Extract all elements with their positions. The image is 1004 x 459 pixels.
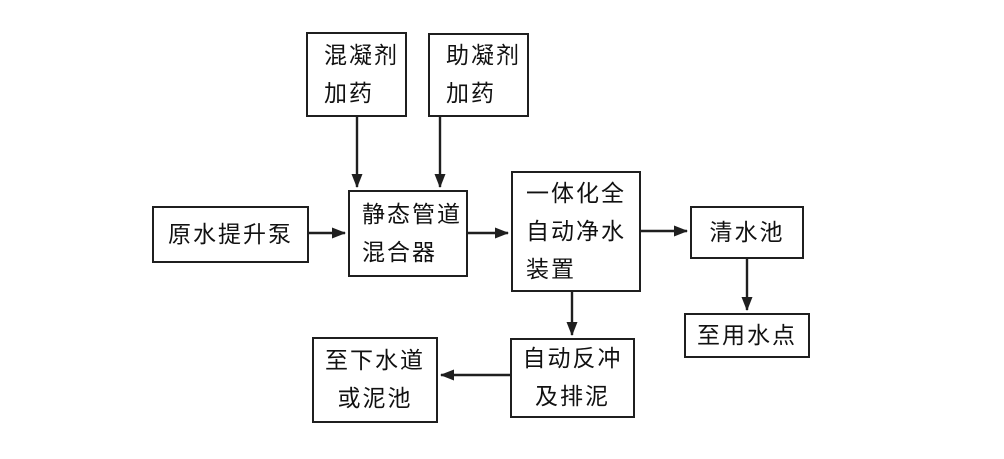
node-coagulant-dosing-label: 混凝剂 加药 — [324, 42, 399, 106]
node-raw-water-pump-label: 原水提升泵 — [168, 221, 293, 247]
node-auto-backwash: 自动反冲 及排泥 — [510, 338, 635, 418]
node-clear-water-tank: 清水池 — [690, 206, 804, 259]
node-static-pipe-mixer: 静态管道 混合器 — [348, 190, 468, 277]
node-integrated-purifier: 一体化全 自动净水 装置 — [511, 171, 641, 292]
node-water-use-point: 至用水点 — [684, 313, 810, 358]
node-water-use-point-label: 至用水点 — [697, 322, 797, 348]
node-sewer-or-mud-pool: 至下水道 或泥池 — [312, 337, 438, 423]
node-static-pipe-mixer-label: 静态管道 混合器 — [362, 201, 462, 265]
node-integrated-purifier-label: 一体化全 自动净水 装置 — [526, 180, 626, 282]
node-coagulant-aid-dosing-label: 助凝剂 加药 — [446, 43, 521, 106]
node-raw-water-pump: 原水提升泵 — [152, 206, 309, 263]
node-coagulant-aid-dosing: 助凝剂 加药 — [428, 33, 529, 117]
node-auto-backwash-label: 自动反冲 及排泥 — [522, 346, 623, 409]
node-clear-water-tank-label: 清水池 — [709, 219, 785, 245]
node-sewer-or-mud-pool-label: 至下水道 或泥池 — [325, 348, 425, 411]
node-coagulant-dosing: 混凝剂 加药 — [306, 32, 407, 117]
